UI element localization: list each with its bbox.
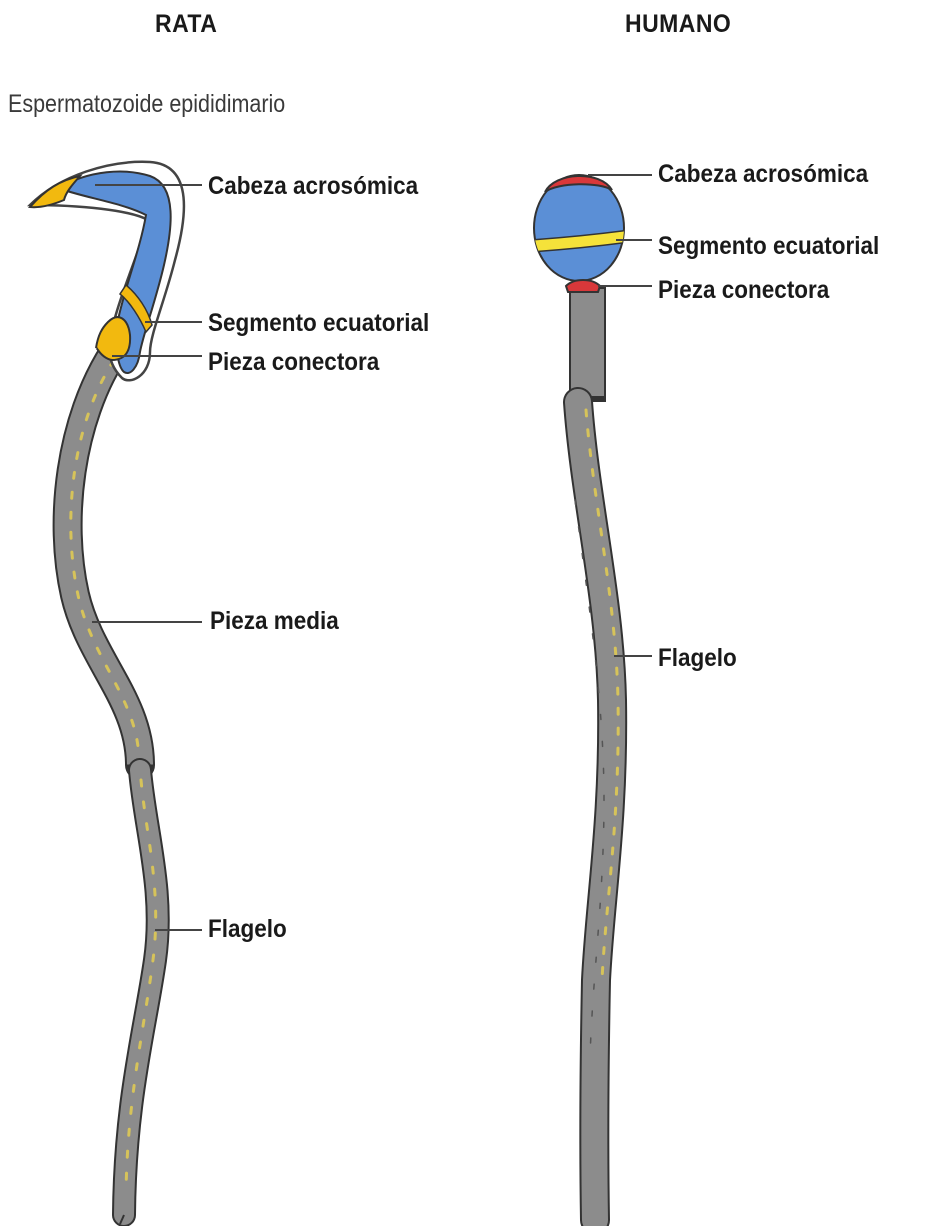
rat-label-midpiece: Pieza media bbox=[210, 607, 339, 636]
human-midpiece bbox=[570, 288, 605, 401]
human-label-acrosomal-head: Cabeza acrosómica bbox=[658, 160, 868, 189]
rat-label-connecting-piece: Pieza conectora bbox=[208, 348, 379, 377]
rat-sperm bbox=[30, 162, 202, 1224]
human-connecting-piece bbox=[566, 280, 600, 292]
human-label-flagellum: Flagelo bbox=[658, 644, 737, 673]
rat-label-acrosomal-head: Cabeza acrosómica bbox=[208, 172, 418, 201]
rat-label-equatorial-segment: Segmento ecuatorial bbox=[208, 309, 429, 338]
human-sperm bbox=[530, 175, 652, 1220]
human-label-connecting-piece: Pieza conectora bbox=[658, 276, 829, 305]
rat-label-flagellum: Flagelo bbox=[208, 915, 287, 944]
human-label-equatorial-segment: Segmento ecuatorial bbox=[658, 232, 879, 261]
rat-connecting-piece bbox=[96, 317, 130, 360]
